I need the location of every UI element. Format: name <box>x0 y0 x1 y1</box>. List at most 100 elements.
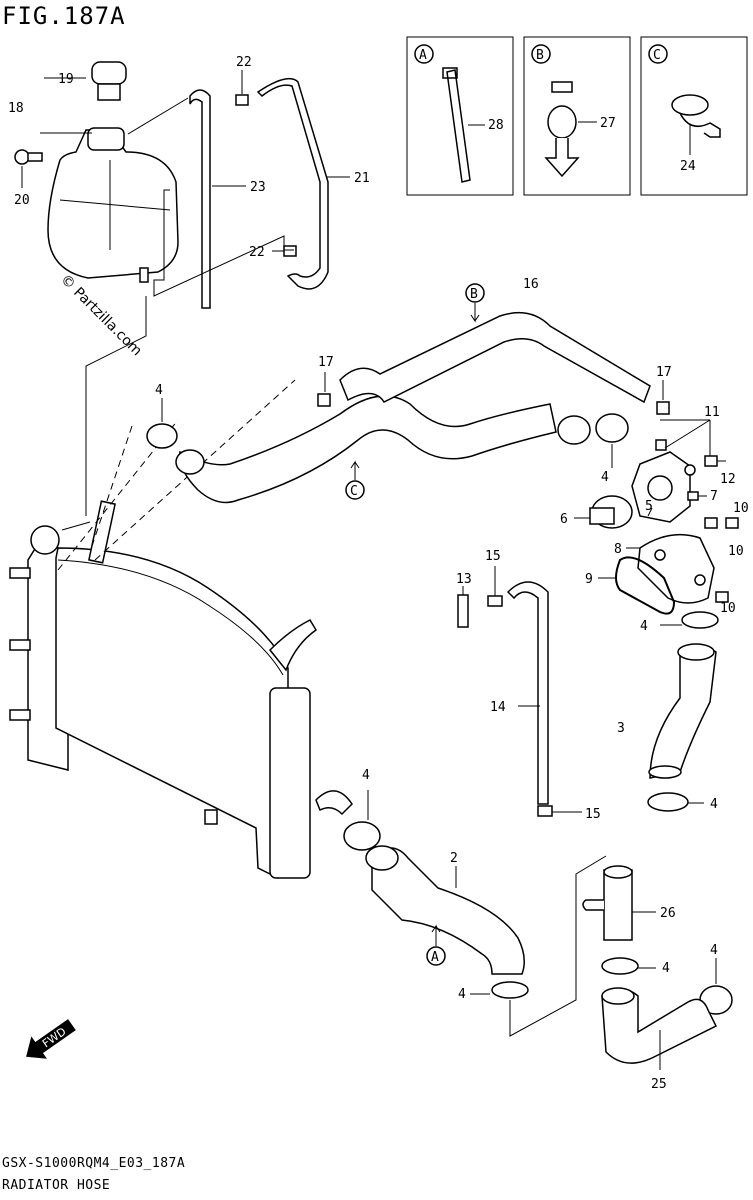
inset-b-letter: B <box>536 48 544 63</box>
callout-12: 12 <box>720 472 736 487</box>
bolt-12 <box>704 455 718 467</box>
callout-10-b: 10 <box>728 544 744 559</box>
callout-9: 9 <box>585 572 593 587</box>
view-marker-a <box>426 946 446 966</box>
callout-16: 16 <box>523 277 539 292</box>
callout-24: 24 <box>680 159 696 174</box>
clamp-4-hose2-upper <box>343 821 381 851</box>
bolt-10-c <box>715 591 729 603</box>
callout-21: 21 <box>354 171 370 186</box>
clamp-ring-icon <box>547 105 577 139</box>
bolt-13 <box>457 594 503 628</box>
bolt-7 <box>687 491 699 501</box>
callout-4-pipe26: 4 <box>662 961 670 976</box>
inset-a-badge <box>414 44 434 64</box>
arrow-down-b-icon <box>470 303 480 323</box>
callout-2: 2 <box>450 851 458 866</box>
callout-25: 25 <box>651 1077 667 1092</box>
figure-title: FIG.187A <box>2 2 126 30</box>
callout-4-hose3-bottom: 4 <box>710 797 718 812</box>
callout-6: 6 <box>560 512 568 527</box>
inset-b-badge <box>531 44 551 64</box>
clamp-4-hose3-top <box>681 611 719 629</box>
view-marker-c <box>345 480 365 500</box>
callout-4-hose25: 4 <box>710 943 718 958</box>
view-marker-b <box>465 283 485 303</box>
hose-tie-icon <box>442 67 471 183</box>
callout-28: 28 <box>488 118 504 133</box>
clamp-22-lower <box>283 245 297 257</box>
callout-7: 7 <box>710 489 718 504</box>
bypass-hose-16 <box>339 311 651 404</box>
clamp-4-upper-left <box>146 423 178 449</box>
overflow-hose-21 <box>256 77 329 290</box>
callout-4-hose2-lower: 4 <box>458 987 466 1002</box>
radiator <box>9 500 318 879</box>
callout-14: 14 <box>490 700 506 715</box>
clamp-17-left <box>317 393 331 407</box>
callout-15-lower: 15 <box>585 807 601 822</box>
callout-17-left: 17 <box>318 355 334 370</box>
hose-14 <box>506 581 549 805</box>
reservoir-tank <box>47 127 179 283</box>
callout-26: 26 <box>660 906 676 921</box>
callout-17-right: 17 <box>656 365 672 380</box>
bolt-10-b <box>725 517 739 529</box>
arrow-down-icon <box>544 138 580 178</box>
thermostat-housing <box>637 533 715 604</box>
callout-22-upper: 22 <box>236 55 252 70</box>
fwd-arrow-icon: FWD <box>26 1019 76 1059</box>
figure-code: GSX-S1000RQM4_E03_187A <box>2 1156 186 1171</box>
inset-c-badge <box>648 44 668 64</box>
reservoir-cap <box>91 61 127 101</box>
clamp-17-right <box>656 401 670 415</box>
inset-b: B 27 <box>523 36 631 196</box>
callout-23: 23 <box>250 180 266 195</box>
callout-20: 20 <box>14 193 30 208</box>
view-marker-c-letter: C <box>350 484 358 499</box>
callout-27: 27 <box>600 116 616 131</box>
arrow-up-a-icon <box>431 924 441 946</box>
hose-end-left <box>175 449 205 475</box>
watermark: © Partzilla.com <box>57 272 145 360</box>
view-marker-b-letter: B <box>470 287 478 302</box>
radiator-hose-3 <box>649 644 717 779</box>
inset-a-letter: A <box>419 48 427 63</box>
clamp-15-lower <box>537 805 553 817</box>
clamp-4-hose2-lower <box>491 981 529 999</box>
inset-c: C 24 <box>640 36 748 196</box>
radiator-inlet-hose <box>179 395 557 504</box>
bolt-10-a <box>704 517 718 529</box>
clamp-4-pipe26 <box>601 957 639 975</box>
callout-13: 13 <box>456 572 472 587</box>
lower-hose-2 <box>371 847 525 975</box>
callout-22-lower: 22 <box>249 245 265 260</box>
spring-clamp-icon <box>671 94 709 116</box>
callout-4-thermostat: 4 <box>601 470 609 485</box>
inset-a: A 28 <box>406 36 514 196</box>
figure-name: RADIATOR HOSE <box>2 1178 111 1193</box>
callout-3: 3 <box>617 721 625 736</box>
clamp-4-hose3-bottom <box>647 792 689 812</box>
pipe-26 <box>582 865 633 941</box>
callout-4-hose2-upper: 4 <box>362 768 370 783</box>
arrow-up-c-icon <box>350 460 360 480</box>
callout-19: 19 <box>58 72 74 87</box>
hose-end-right <box>557 415 591 445</box>
callout-15-upper: 15 <box>485 549 501 564</box>
callout-5: 5 <box>645 499 653 514</box>
clamp-22-upper <box>235 94 249 106</box>
callout-8: 8 <box>614 542 622 557</box>
callout-11: 11 <box>704 405 720 420</box>
inset-c-letter: C <box>653 48 661 63</box>
callout-18: 18 <box>8 101 24 116</box>
callout-10-c: 10 <box>720 601 736 616</box>
o-ring-9 <box>615 556 676 615</box>
thermostat <box>589 495 633 529</box>
overflow-hose-23 <box>189 89 211 309</box>
bolt-11 <box>655 439 667 451</box>
callout-10-a: 10 <box>733 501 749 516</box>
bolt-20 <box>14 149 43 165</box>
callout-4-upper-left: 4 <box>155 383 163 398</box>
